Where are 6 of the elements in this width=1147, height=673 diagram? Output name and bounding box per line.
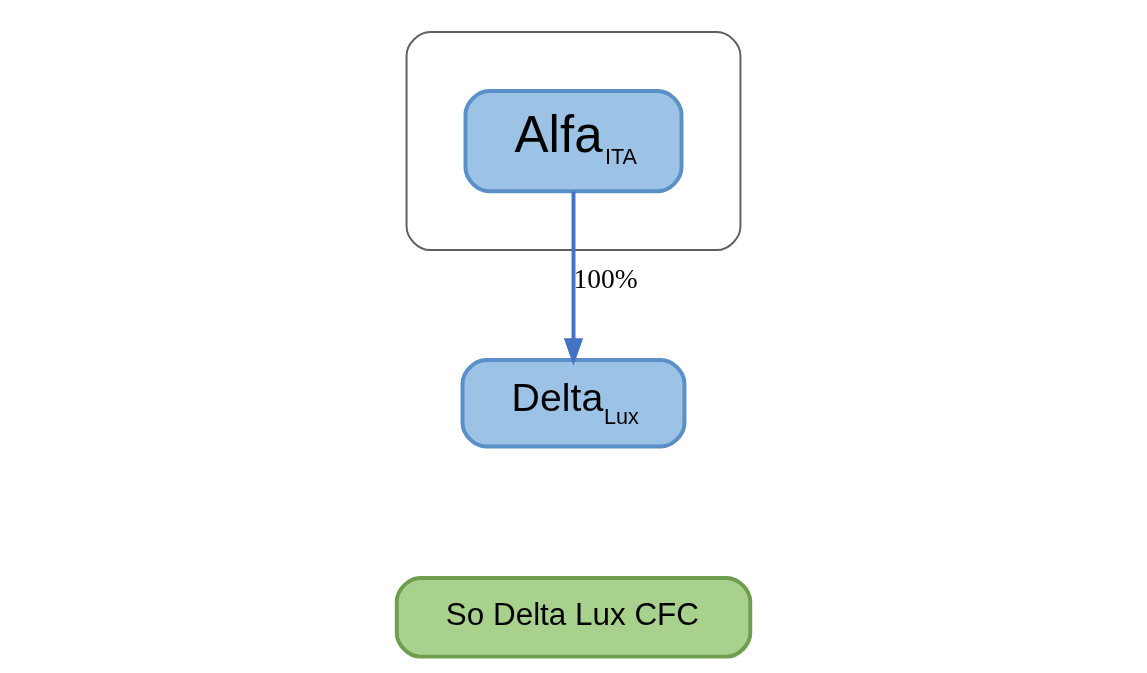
node-box: Alfa$_{ITA}$: [463, 89, 684, 194]
node-box: So Delta Lux CFC: [394, 576, 753, 659]
cluster: [405, 31, 742, 252]
edge-label: 100%: [573, 263, 638, 294]
node-box: Delta$_{Lux}$: [460, 358, 687, 449]
arrow: [563, 191, 584, 366]
